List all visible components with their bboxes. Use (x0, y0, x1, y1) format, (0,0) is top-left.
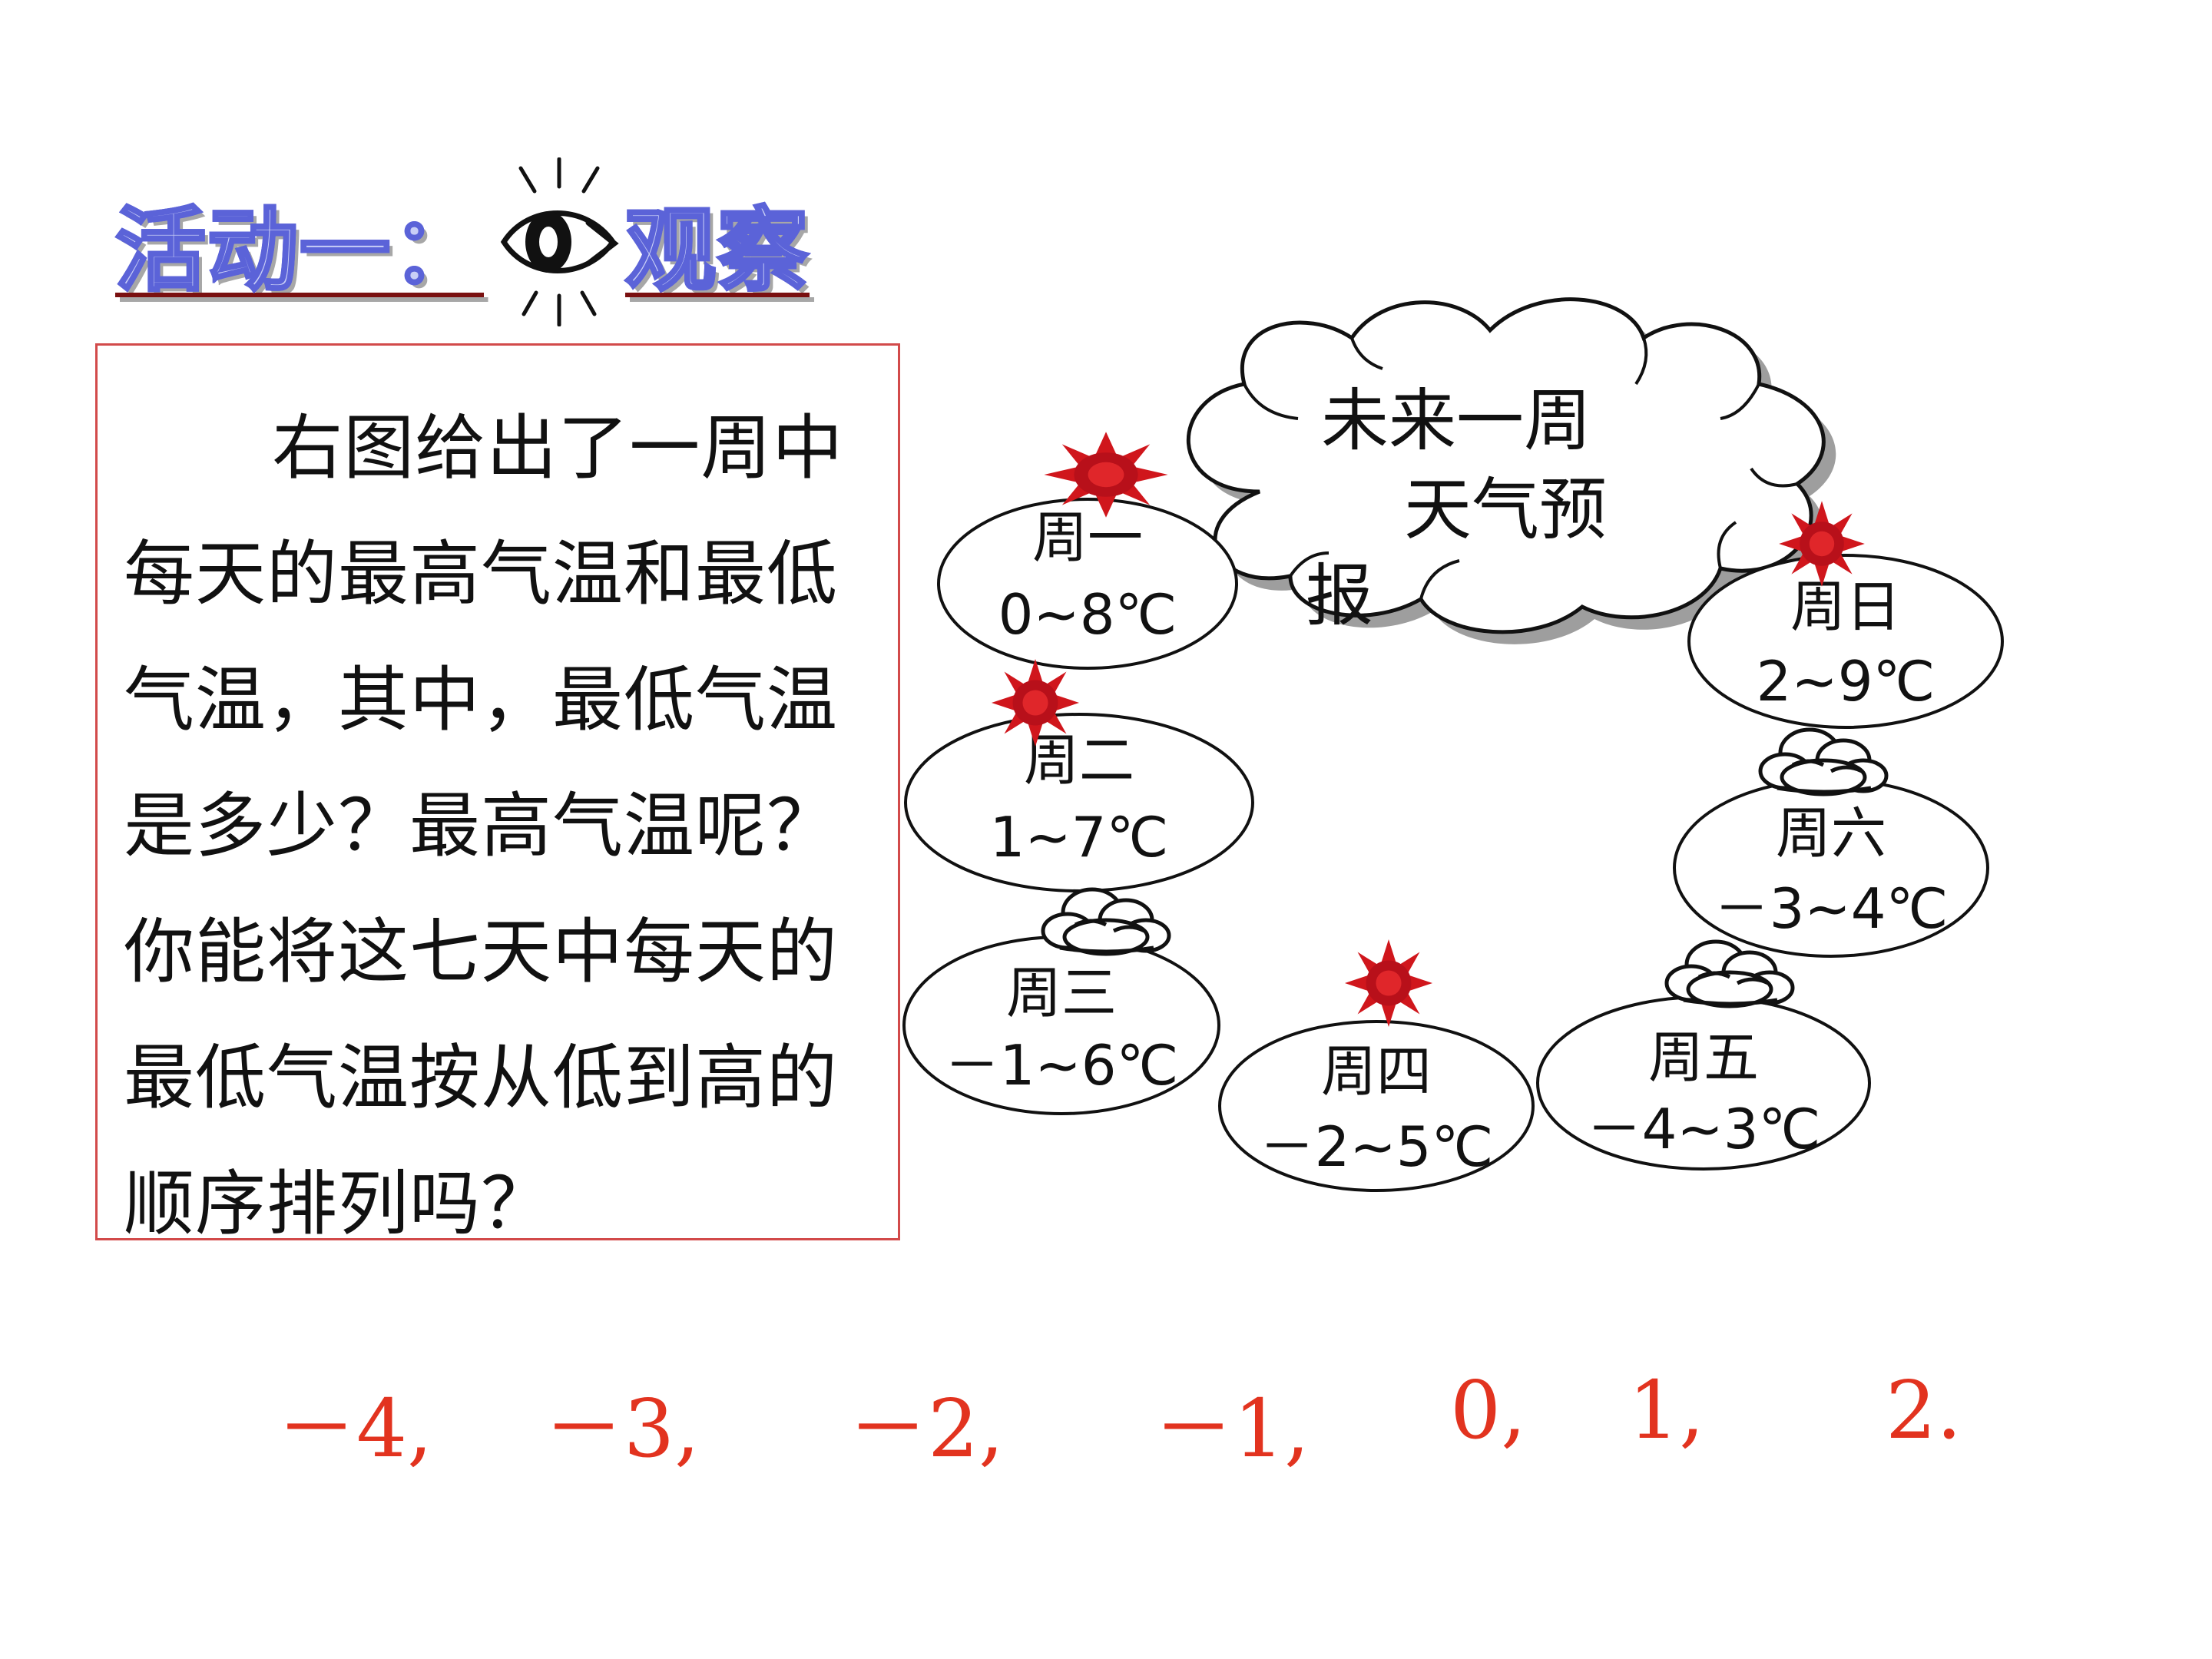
day-card-mon: 周一 0~8℃ (937, 432, 1238, 670)
answer-item: 2. (1886, 1363, 1962, 1457)
day-temp: －4~3℃ (1587, 1097, 1821, 1161)
day-name: 周一 (1032, 505, 1143, 570)
cloud-title-line1: 未来一周 (1321, 381, 1591, 460)
question-box: 右图给出了一周中每天的最高气温和最低气温，其中，最低气温是多少？最高气温呢？你能… (95, 343, 900, 1245)
day-temp: －3~4℃ (1714, 876, 1949, 941)
cloud-icon (1760, 730, 1886, 794)
day-name: 周日 (1790, 575, 1901, 639)
answer-item: －4, (276, 1382, 433, 1475)
day-temp: 2~9℃ (1757, 649, 1936, 714)
sun-icon (991, 658, 1080, 747)
day-temp: 1~7℃ (990, 805, 1169, 869)
day-card-tue: 周二 1~7℃ (904, 658, 1254, 892)
eye-icon (500, 157, 619, 326)
forecast-cloud: 未来一周 天气预 报 (1186, 297, 1836, 644)
activity-title: 活动一： 观察 (114, 157, 810, 326)
question-text: 右图给出了一周中每天的最高气温和最低气温，其中，最低气温是多少？最高气温呢？你能… (124, 407, 844, 1245)
answer-item: 0, (1450, 1363, 1527, 1457)
day-card-wed: 周三 －1~6℃ (902, 889, 1220, 1115)
answer-item: －3, (544, 1382, 700, 1475)
sun-icon (1344, 939, 1433, 1028)
answer-sequence: －4, －3, －2, －1, 0, 1, 2. (0, 1363, 2212, 1475)
day-temp: －2~5℃ (1260, 1114, 1494, 1179)
sun-icon (1779, 501, 1865, 587)
day-card-sat: 周六 －3~4℃ (1673, 730, 1989, 958)
cloud-title-line3: 报 (1306, 556, 1373, 635)
day-card-fri: 周五 －4~3℃ (1536, 942, 1871, 1171)
day-temp: －1~6℃ (945, 1033, 1179, 1098)
sun-icon (1044, 432, 1168, 518)
cloud-title-line2: 天气预 (1404, 470, 1607, 549)
day-card-sun: 周日 2~9℃ (1687, 501, 2004, 729)
day-temp: 0~8℃ (998, 582, 1177, 647)
cloud-icon (1043, 889, 1169, 954)
activity-label: 活动一： (114, 196, 485, 305)
observe-label: 观察 (624, 196, 810, 305)
day-name: 周六 (1776, 801, 1886, 866)
day-name: 周五 (1648, 1025, 1759, 1090)
day-name: 周三 (1006, 961, 1117, 1025)
day-card-thu: 周四 －2~5℃ (1218, 939, 1535, 1192)
day-name: 周二 (1024, 728, 1134, 793)
answer-item: －1, (1154, 1382, 1310, 1475)
answer-item: －2, (848, 1382, 1005, 1475)
answer-item: 1, (1628, 1363, 1705, 1457)
day-name: 周四 (1321, 1039, 1432, 1104)
